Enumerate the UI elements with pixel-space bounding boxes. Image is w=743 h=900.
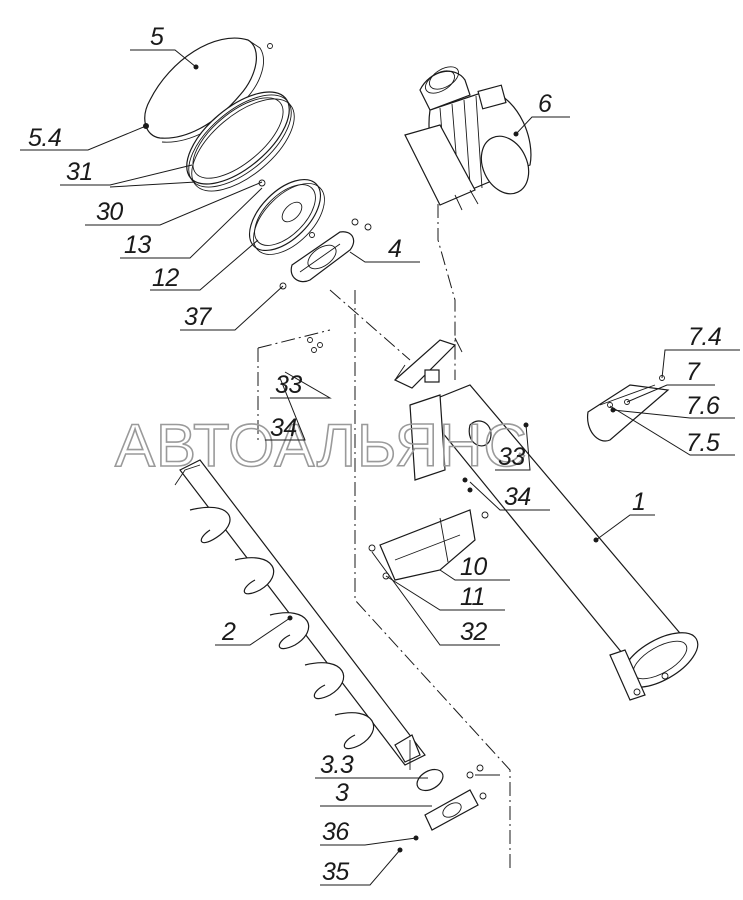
auger-screw [174, 459, 426, 766]
callout-30: 30 [96, 198, 123, 226]
callout-1: 1 [632, 488, 645, 516]
callout-2: 2 [221, 618, 236, 646]
callout-34-lower: 34 [504, 483, 531, 511]
callout-3: 3 [335, 779, 349, 807]
callout-33-lower: 33 [498, 443, 525, 471]
watermark-text: АВТОАЛЬЯНС [115, 412, 528, 479]
callout-33-upper: 33 [275, 371, 302, 399]
callout-7-6: 7.6 [686, 392, 720, 420]
bearing-flange [279, 218, 372, 353]
motor-mount-bracket [393, 337, 463, 481]
inlet-hopper [586, 375, 670, 442]
callout-4: 4 [388, 235, 401, 263]
callout-12: 12 [152, 264, 179, 292]
electric-motor [404, 66, 532, 211]
callout-34-upper: 34 [270, 414, 297, 442]
callout-35: 35 [322, 858, 349, 886]
callout-10: 10 [460, 553, 487, 581]
auger-housing-tube [419, 384, 699, 701]
callout-13: 13 [124, 231, 151, 259]
callout-37: 37 [184, 303, 212, 331]
callout-5: 5 [150, 23, 164, 51]
callout-11: 11 [460, 583, 485, 611]
callout-7-4: 7.4 [688, 323, 721, 351]
callout-6: 6 [538, 90, 552, 118]
callout-5-4: 5.4 [28, 124, 61, 152]
callout-32: 32 [460, 618, 487, 646]
callout-36: 36 [322, 818, 349, 846]
callout-labels: 5 5.4 31 30 13 12 37 4 6 33 34 33 34 7.4… [28, 23, 722, 886]
callout-3-3: 3.3 [320, 751, 354, 779]
assembly-axis-lines [257, 180, 511, 870]
callout-31: 31 [66, 158, 93, 186]
v-belt [186, 91, 295, 192]
outlet-spout [368, 422, 529, 581]
callout-7: 7 [686, 358, 701, 386]
pulley [248, 178, 325, 255]
callout-leaders [20, 49, 740, 886]
bottom-bearing-unit [397, 740, 500, 853]
callout-7-5: 7.5 [686, 429, 720, 457]
